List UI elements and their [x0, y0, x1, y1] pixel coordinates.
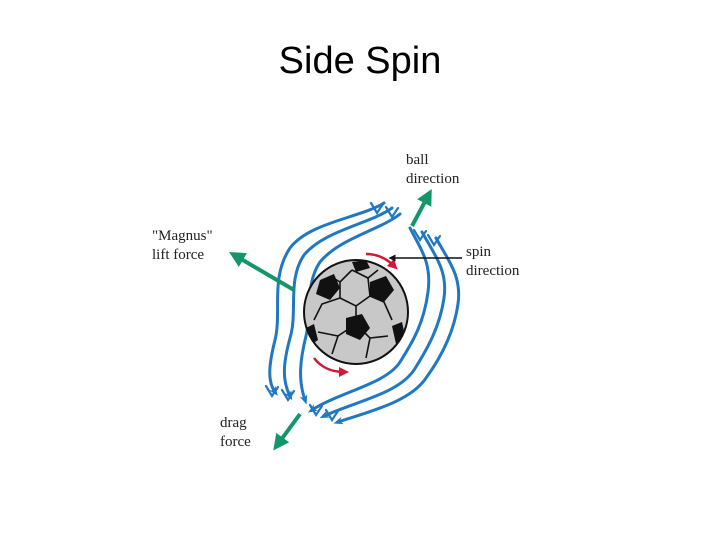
- flow-line: [282, 206, 394, 401]
- flow-line: [319, 230, 447, 419]
- ball-panel: [352, 260, 370, 272]
- spin-arrow-bottom: [313, 357, 349, 377]
- drag-force-arrow: [273, 412, 302, 451]
- flow-line: [333, 236, 461, 425]
- spin-arrows: [313, 252, 398, 377]
- label-drag-force: drag force: [220, 415, 251, 450]
- ball-panel: [316, 274, 340, 300]
- ball-panel: [346, 314, 370, 340]
- slide-title: Side Spin: [278, 40, 442, 82]
- flow-arrow-ticks: [264, 201, 442, 423]
- label-magnus-lift-force: "Magnus" lift force: [152, 228, 216, 263]
- magnus-force-arrow: [229, 251, 296, 292]
- label-spin-direction: spin direction: [466, 244, 520, 279]
- spin-arrow-top: [365, 252, 398, 270]
- label-ball-direction: ball direction: [406, 152, 460, 187]
- soccer-ball: [303, 259, 409, 365]
- ball-direction-arrow: [410, 188, 432, 227]
- ball-panel: [370, 276, 394, 302]
- force-arrows: [229, 188, 432, 451]
